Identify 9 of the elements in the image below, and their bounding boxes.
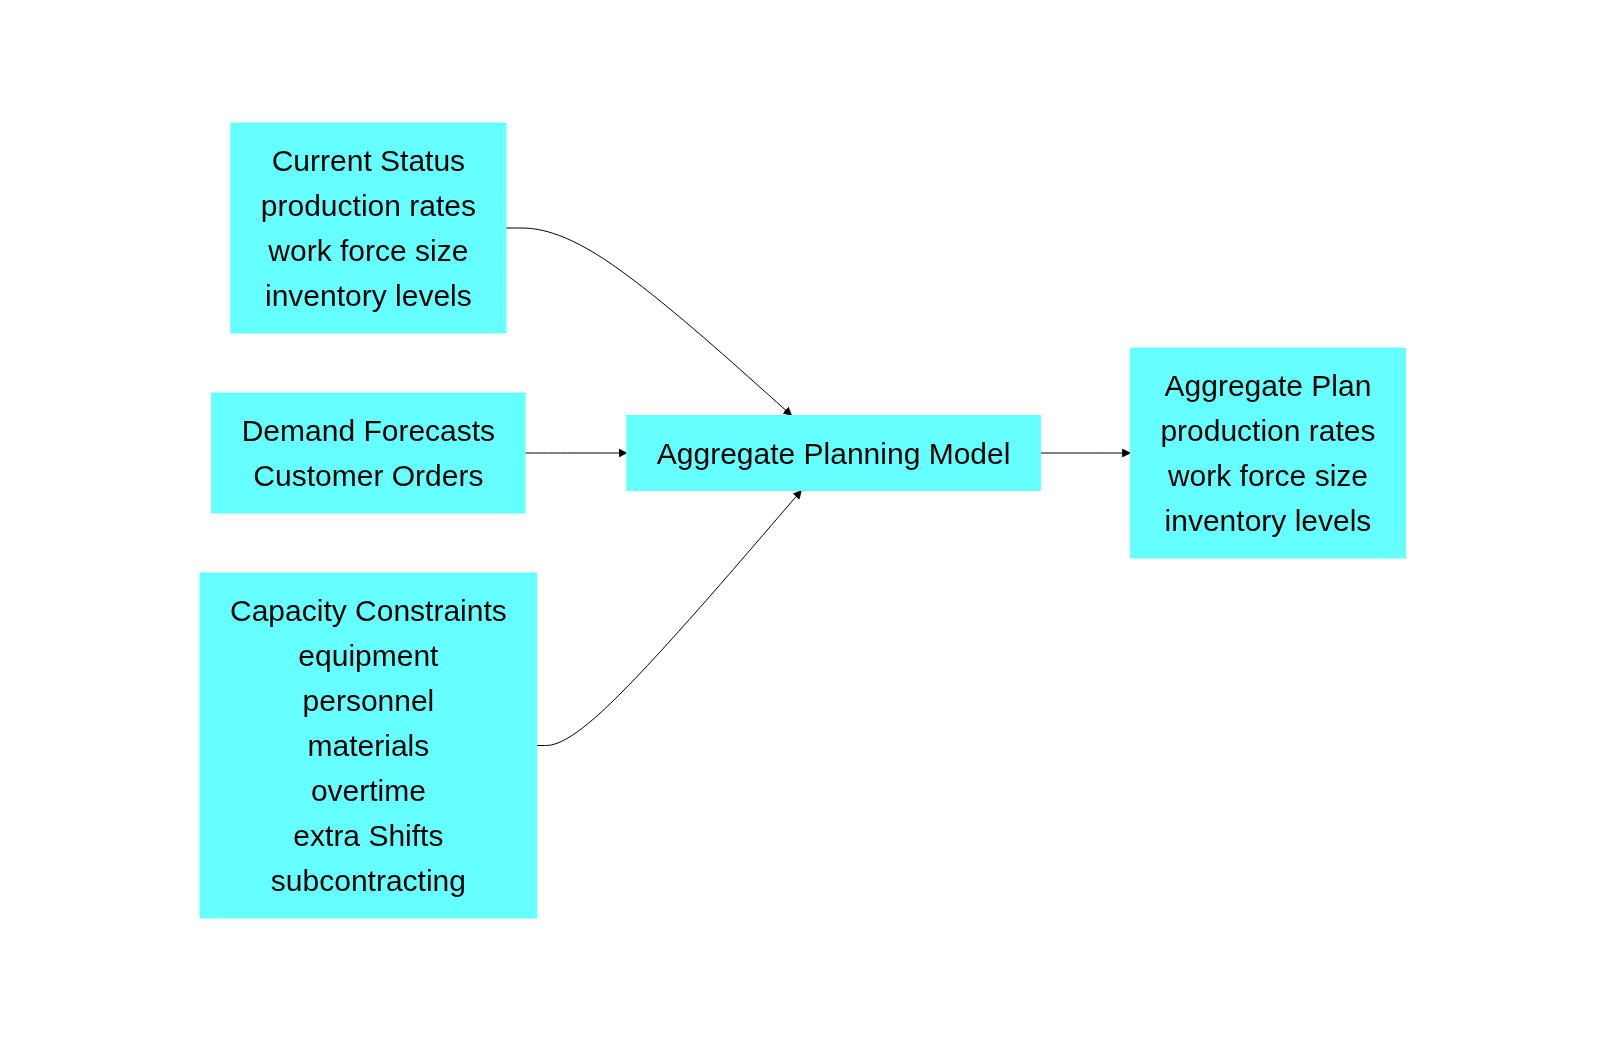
node-box: Aggregate Planning Model bbox=[626, 415, 1042, 491]
arrow bbox=[536, 490, 802, 746]
node-box: Demand Forecasts Customer Orders bbox=[211, 392, 526, 514]
node-box: Aggregate Plan production rates work force size inventory levels bbox=[1130, 347, 1407, 559]
node-box: Current Status production rates work force size inventory levels bbox=[230, 122, 507, 334]
node-box: Capacity Constraints equipment personnel materials overtime extra Shifts subcontracting bbox=[199, 572, 538, 919]
arrow bbox=[524, 448, 628, 458]
arrow bbox=[1040, 448, 1132, 458]
arrow bbox=[505, 227, 793, 416]
